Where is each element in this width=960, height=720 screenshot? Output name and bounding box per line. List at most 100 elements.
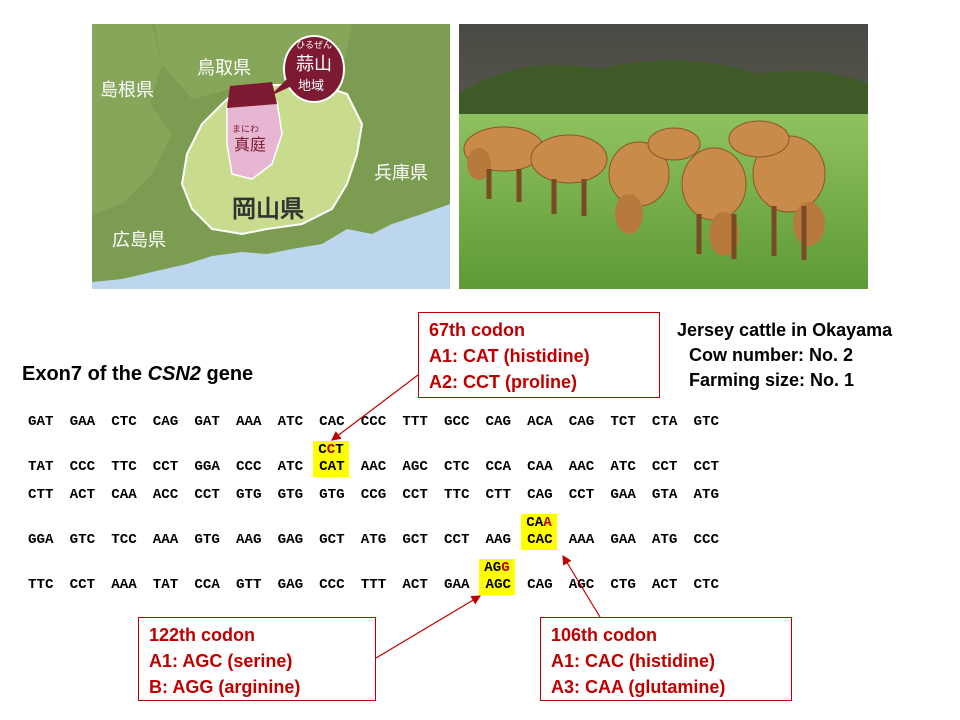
codon: CCT xyxy=(194,487,220,503)
jersey-cattle-photo xyxy=(459,24,868,289)
arrow-67 xyxy=(331,374,419,441)
codon: CCT xyxy=(402,487,428,503)
codon: AGC xyxy=(485,577,512,593)
codon: CTT xyxy=(485,487,512,503)
codon: TAT xyxy=(28,459,54,475)
codon: ACC xyxy=(152,487,179,503)
codon: GCC xyxy=(443,414,470,430)
codon: CCT xyxy=(69,577,96,593)
codon: TTC xyxy=(111,459,137,475)
codon: TTC xyxy=(28,577,54,593)
codon-122-highlight xyxy=(479,577,515,595)
info-line-2: Cow number: No. 2 xyxy=(689,345,854,365)
callout-106-a3: A3: CAA (glutamine) xyxy=(551,677,726,697)
codon: TCT xyxy=(610,414,636,430)
codon: GCT xyxy=(402,532,428,548)
codon: ATC xyxy=(277,459,304,475)
codon: AAG xyxy=(235,532,262,548)
codon: GGA xyxy=(194,459,220,475)
codon: ACT xyxy=(69,487,96,503)
codon: AGC xyxy=(402,459,428,475)
codon: GTG xyxy=(277,487,304,503)
codon: GAT xyxy=(28,414,54,430)
codon: AGC xyxy=(568,577,595,593)
codon: TTT xyxy=(402,414,428,430)
codon: AAA xyxy=(568,532,595,548)
codon: CCA xyxy=(485,459,512,475)
codon: CTC xyxy=(693,577,720,593)
label-hyogo: 兵庫県 xyxy=(374,163,428,184)
label-tottori: 鳥取県 xyxy=(197,58,251,79)
codon: TTC xyxy=(443,487,470,503)
codon: CCC xyxy=(693,532,720,548)
sequence-title: Exon7 of the CSN2 gene xyxy=(22,363,254,385)
codon: ATG xyxy=(693,487,720,503)
label-maniwa-ruby: まにわ xyxy=(232,124,259,135)
label-okayama: 岡山県 xyxy=(232,195,304,223)
codon: CCC xyxy=(319,577,345,593)
callout-122-b: B: AGG (arginine) xyxy=(149,677,301,697)
codon: AAA xyxy=(235,414,262,430)
codon: GTG xyxy=(319,487,345,503)
codon: CCC xyxy=(360,414,387,430)
gene-name: CSN2 xyxy=(147,363,201,385)
codon: AAA xyxy=(111,577,137,593)
codon: CAG xyxy=(527,577,553,593)
codon: ACA xyxy=(527,414,553,430)
variant-122-b: AGG xyxy=(479,559,515,577)
variant-67-a2: CCT xyxy=(313,441,349,459)
label-hiroshima: 広島県 xyxy=(112,230,166,251)
codon: CCC xyxy=(235,459,262,475)
codon: GTC xyxy=(69,532,96,548)
codon: CCT xyxy=(443,532,470,548)
codon: CCT xyxy=(568,487,595,503)
arrow-122 xyxy=(375,595,482,659)
codon: CCG xyxy=(360,487,387,503)
codon: ATG xyxy=(360,532,387,548)
codon: CTC xyxy=(443,459,470,475)
codon: GTG xyxy=(194,532,220,548)
codon: CAC xyxy=(527,532,553,548)
codon: AAC xyxy=(568,459,595,475)
codon: GTT xyxy=(235,577,262,593)
callout-106th-codon: 106th codon A1: CAC (histidine) A3: CAA … xyxy=(540,617,792,701)
codon: GGA xyxy=(28,532,54,548)
callout-122th-codon: 122th codon A1: AGC (serine) B: AGG (arg… xyxy=(138,617,376,701)
codon: CAG xyxy=(568,414,595,430)
codon: TCC xyxy=(111,532,137,548)
codon: CCT xyxy=(152,459,179,475)
codon: CAA xyxy=(111,487,137,503)
codon: GTA xyxy=(651,487,678,503)
info-line-3: Farming size: No. 1 xyxy=(689,370,855,390)
codon: GAG xyxy=(277,577,304,593)
codon: GTC xyxy=(693,414,720,430)
codon: GCT xyxy=(319,532,345,548)
codon: AAG xyxy=(485,532,512,548)
codon: ACT xyxy=(651,577,678,593)
codon: ATG xyxy=(651,532,678,548)
codon: ATC xyxy=(610,459,636,475)
codon: AAA xyxy=(152,532,179,548)
codon: ACT xyxy=(402,577,428,593)
label-hiruzen: 蒜山 xyxy=(296,54,332,75)
codon: TAT xyxy=(152,577,179,593)
codon: CCC xyxy=(69,459,96,475)
callout-67th-codon: 67th codon A1: CAT (histidine) A2: CCT (… xyxy=(418,312,660,398)
codon: CCT xyxy=(651,459,678,475)
label-maniwa: 真庭 xyxy=(234,135,266,154)
info-line-1: Jersey cattle in Okayama xyxy=(677,320,893,340)
callout-122-title: 122th codon xyxy=(149,625,256,645)
label-hiruzen-ruby: ひるぜん xyxy=(296,40,332,51)
codon: CAT xyxy=(319,459,345,475)
codon: ATC xyxy=(277,414,304,430)
codon: GAA xyxy=(610,532,636,548)
codon: TTT xyxy=(360,577,387,593)
callout-106-a1: A1: CAC (histidine) xyxy=(551,651,715,671)
codon: CAG xyxy=(485,414,512,430)
callout-106-title: 106th codon xyxy=(551,625,658,645)
label-hiruzen-area: 地域 xyxy=(298,79,324,94)
codon: CTG xyxy=(610,577,636,593)
codon: CAG xyxy=(527,487,553,503)
